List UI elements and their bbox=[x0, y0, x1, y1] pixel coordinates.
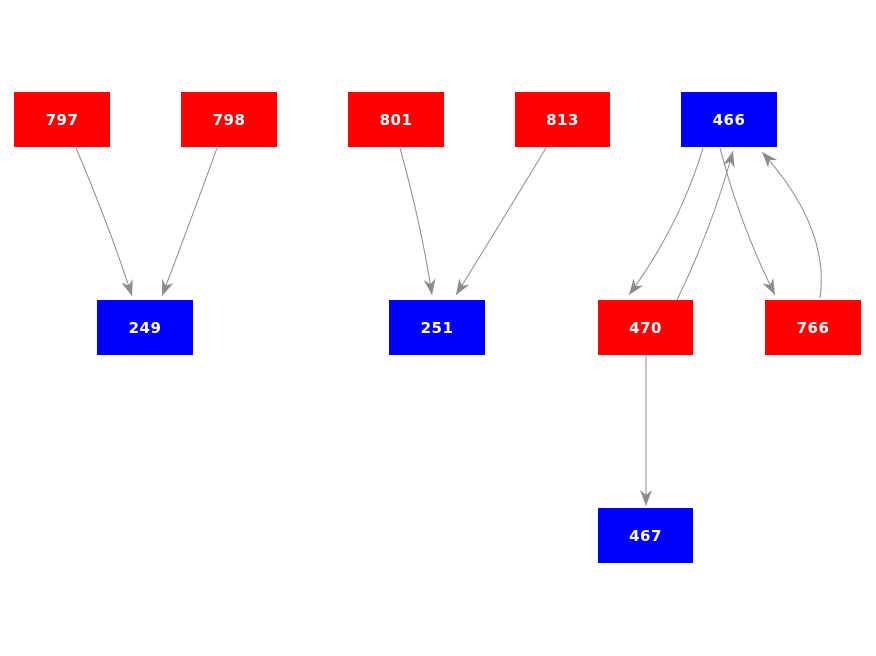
node-label-466: 466 bbox=[712, 110, 746, 129]
edge-470-466 bbox=[676, 150, 735, 301]
node-label-467: 467 bbox=[629, 526, 662, 545]
node-798: 798 bbox=[181, 92, 277, 147]
node-766: 766 bbox=[765, 300, 861, 355]
edge-798-249 bbox=[161, 147, 218, 297]
node-label-797: 797 bbox=[45, 110, 79, 129]
edge-766-466 bbox=[761, 151, 822, 299]
node-label-801: 801 bbox=[379, 110, 413, 129]
edge-797-249 bbox=[75, 147, 133, 297]
node-467: 467 bbox=[598, 508, 693, 563]
node-249: 249 bbox=[97, 300, 193, 355]
edge-466-766 bbox=[719, 147, 776, 296]
edge-466-470 bbox=[628, 147, 704, 296]
node-797: 797 bbox=[14, 92, 110, 147]
node-251: 251 bbox=[389, 300, 485, 355]
node-label-249: 249 bbox=[128, 318, 162, 337]
node-label-470: 470 bbox=[629, 318, 662, 337]
node-label-766: 766 bbox=[796, 318, 830, 337]
node-466: 466 bbox=[681, 92, 777, 147]
edge-801-251 bbox=[399, 147, 436, 296]
edge-813-251 bbox=[455, 147, 547, 296]
node-813: 813 bbox=[515, 92, 610, 147]
node-label-251: 251 bbox=[420, 318, 454, 337]
node-470: 470 bbox=[598, 300, 693, 355]
node-label-813: 813 bbox=[546, 110, 579, 129]
node-label-798: 798 bbox=[212, 110, 246, 129]
node-801: 801 bbox=[348, 92, 444, 147]
